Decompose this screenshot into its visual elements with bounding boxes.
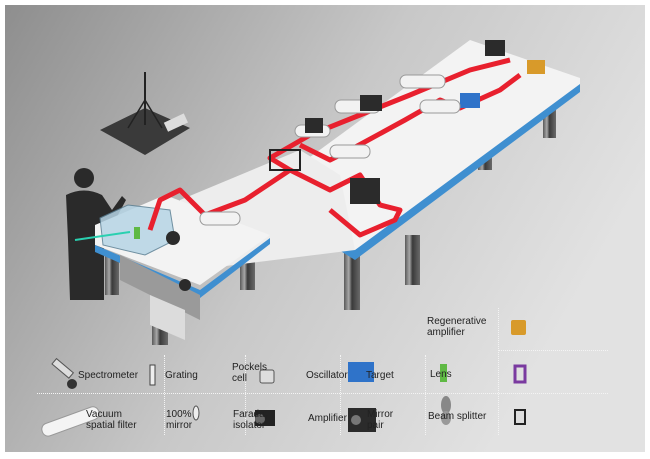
legend-label-grating: Grating [165,370,198,381]
grating-icon [149,364,156,386]
legend-label-vacuum-spatial-filter: Vacuum spatial filter [86,409,137,431]
legend-label-amplifier: Amplifier [308,413,347,424]
legend-icons [41,320,527,437]
pockels-cell-icon [259,369,275,384]
legend-divider [37,393,608,394]
legend-label-oscillator: Oscillator [306,370,348,381]
legend-divider [340,355,341,435]
faraday-isolator-icon [255,410,275,426]
legend-label-beam-splitter: Beam splitter [428,411,487,422]
legend-divider [498,350,608,351]
beam-splitter-icon [514,409,526,425]
camera-tripod [100,72,190,155]
legend-divider [245,355,246,435]
amplifier-icon [348,408,376,432]
components [166,40,545,291]
legend-label-pockels-cell: Pockels cell [232,362,268,384]
legend-label-regenerative-amplifier: Regenerative amplifier [427,316,487,338]
mirror-icon [192,405,200,421]
mirror-pair-icon [441,396,451,425]
legend-divider [498,308,499,435]
legend-label-faraday-isolator: Faraday isolator [233,409,270,431]
legend-divider [425,355,426,435]
target-icon [440,364,447,382]
regenerative-amplifier-icon [511,320,526,335]
legend-label-mirror-pair: Mirror pair [367,409,394,431]
lens-icon [513,364,527,384]
legend-label-lens: Lens [430,369,452,380]
legend-label-mirror: 100% mirror [166,409,193,431]
spectrometer-icon [51,357,77,389]
vacuum-spatial-filter-icon [41,406,100,437]
legend-divider [164,355,165,435]
legend-label-target: Target [366,370,394,381]
legend-label-spectrometer: Spectrometer [78,370,139,381]
oscillator-icon [348,362,374,382]
